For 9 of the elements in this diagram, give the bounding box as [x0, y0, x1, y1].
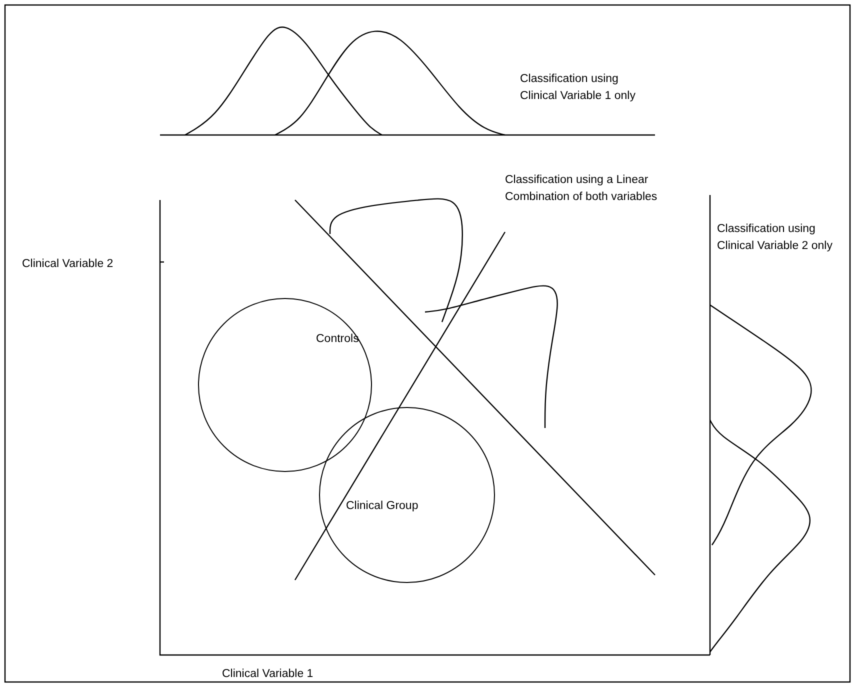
chart-title: Classification using a Linear Combination of both variables — [505, 173, 658, 205]
chart-title: Classification using Clinical Variable 2 only — [717, 222, 834, 254]
chart-title: Classification using Clinical Variable 1 only — [520, 72, 636, 104]
group-label: Clinical Group — [346, 500, 418, 512]
group-label: Controls — [316, 333, 359, 345]
group-circle — [198, 298, 372, 472]
axis-label: Clinical Variable 2 — [22, 257, 114, 272]
axis-label: Clinical Variable 1 — [222, 667, 314, 682]
group-circle — [319, 407, 495, 583]
